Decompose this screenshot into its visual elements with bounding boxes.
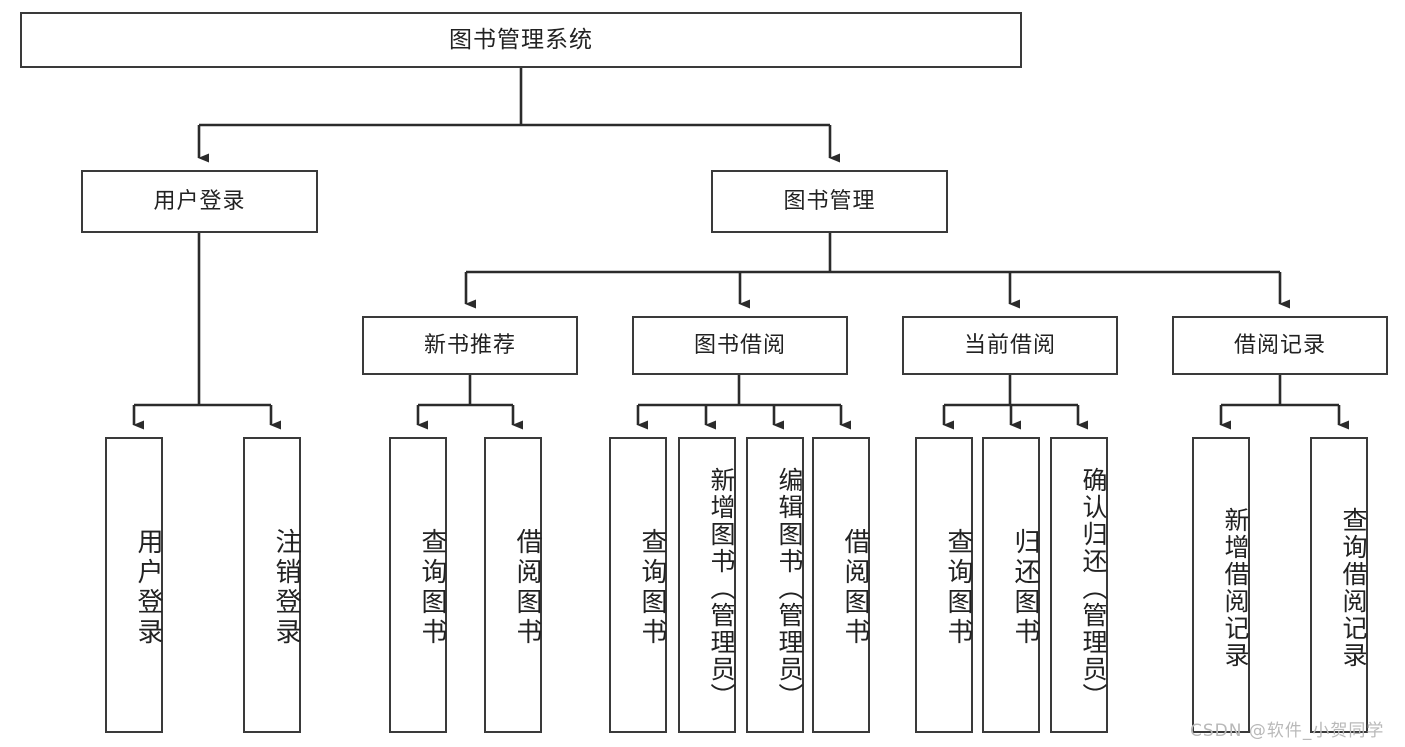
- node-new-book-recommend-label: 新书推荐: [423, 332, 516, 358]
- leaf-label: 用户登录: [133, 528, 163, 648]
- node-current-borrow-label: 当前借阅: [963, 332, 1056, 358]
- leaf-current-borrow-confirm[interactable]: 确认归还（管理员）: [1050, 437, 1108, 733]
- leaf-current-borrow-return[interactable]: 归还图书: [982, 437, 1040, 733]
- leaf-label: 注销登录: [271, 528, 301, 648]
- node-book-borrow-label: 图书借阅: [693, 332, 786, 358]
- node-book-management[interactable]: 图书管理: [711, 170, 948, 233]
- node-borrow-record-label: 借阅记录: [1233, 332, 1326, 358]
- node-book-management-label: 图书管理: [783, 188, 876, 214]
- node-book-borrow[interactable]: 图书借阅: [632, 316, 848, 375]
- node-current-borrow[interactable]: 当前借阅: [902, 316, 1118, 375]
- leaf-book-borrow-add[interactable]: 新增图书（管理员）: [678, 437, 736, 733]
- leaf-label: 借阅图书: [512, 528, 542, 648]
- leaf-label: 查询图书: [637, 528, 667, 648]
- csdn-watermark: CSDN @软件_小贺同学: [1190, 721, 1385, 741]
- leaf-book-borrow-borrow[interactable]: 借阅图书: [812, 437, 870, 733]
- leaf-book-borrow-edit[interactable]: 编辑图书（管理员）: [746, 437, 804, 733]
- leaf-label: 查询图书: [943, 528, 973, 648]
- leaf-borrow-record-add[interactable]: 新增借阅记录: [1192, 437, 1250, 733]
- leaf-user-login-login[interactable]: 用户登录: [105, 437, 163, 733]
- leaf-user-login-logout[interactable]: 注销登录: [243, 437, 301, 733]
- leaf-label: 编辑图书（管理员）: [775, 466, 804, 710]
- node-borrow-record[interactable]: 借阅记录: [1172, 316, 1388, 375]
- node-user-login-label: 用户登录: [153, 188, 246, 214]
- node-root-label: 图书管理系统: [449, 26, 593, 53]
- leaf-label: 新增图书（管理员）: [707, 466, 736, 710]
- leaf-label: 确认归还（管理员）: [1079, 466, 1108, 710]
- leaf-label: 新增借阅记录: [1221, 507, 1250, 669]
- node-new-book-recommend[interactable]: 新书推荐: [362, 316, 578, 375]
- leaf-new-book-borrow[interactable]: 借阅图书: [484, 437, 542, 733]
- leaf-current-borrow-query[interactable]: 查询图书: [915, 437, 973, 733]
- leaf-label: 查询图书: [417, 528, 447, 648]
- leaf-book-borrow-query[interactable]: 查询图书: [609, 437, 667, 733]
- leaf-new-book-query[interactable]: 查询图书: [389, 437, 447, 733]
- leaf-borrow-record-query[interactable]: 查询借阅记录: [1310, 437, 1368, 733]
- leaf-label: 归还图书: [1010, 528, 1040, 648]
- leaf-label: 借阅图书: [840, 528, 870, 648]
- node-root[interactable]: 图书管理系统: [20, 12, 1022, 68]
- node-user-login[interactable]: 用户登录: [81, 170, 318, 233]
- leaf-label: 查询借阅记录: [1339, 507, 1368, 669]
